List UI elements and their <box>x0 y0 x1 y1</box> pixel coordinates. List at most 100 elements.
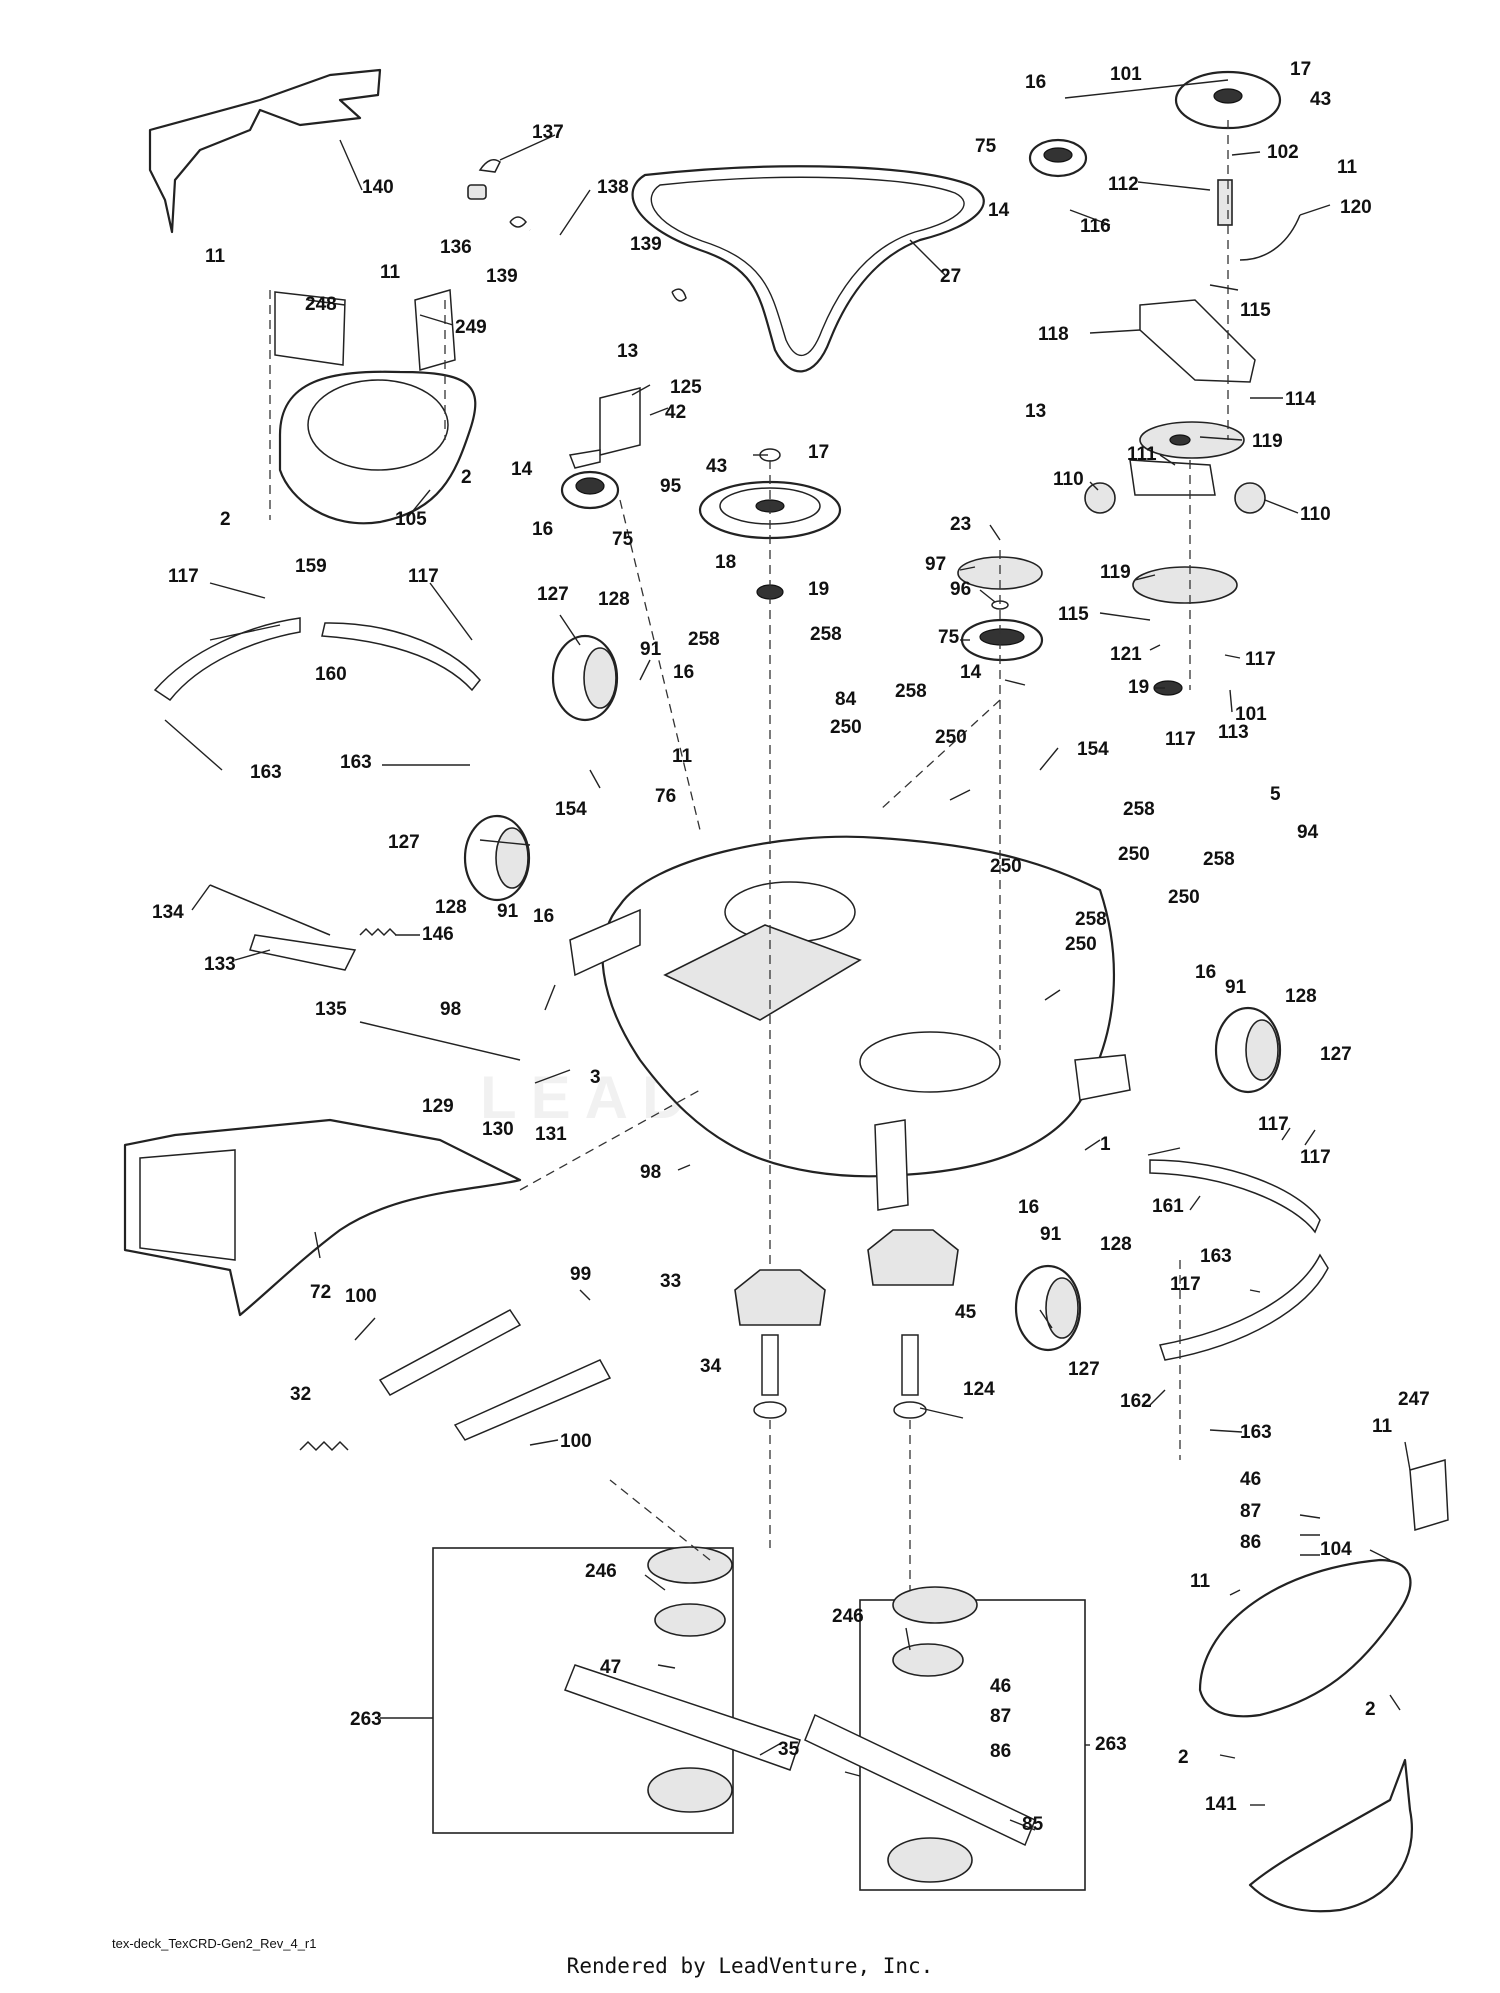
callout-250f: 250 <box>1065 934 1097 955</box>
callout-162: 162 <box>1120 1391 1152 1412</box>
part-1-deck-bracket-left <box>569 908 641 977</box>
callout-2d: 2 <box>1178 1747 1189 1768</box>
callout-134: 134 <box>152 902 184 923</box>
callout-131: 131 <box>535 1124 567 1145</box>
callout-labels: 140 137 138 136 139 139 27 11 248 11 249… <box>152 59 1430 1835</box>
part-1-deck-bracket-front <box>874 1119 909 1211</box>
callout-17a: 17 <box>808 442 829 463</box>
callout-247: 247 <box>1398 1389 1430 1410</box>
part-75-idler-pulley-c-hub <box>979 628 1025 646</box>
part-129-rod <box>359 1021 521 1061</box>
callout-46a: 46 <box>1240 1469 1261 1490</box>
callout-47: 47 <box>600 1657 621 1678</box>
part-85-blade-right <box>804 1713 1036 1847</box>
callout-101b: 101 <box>1235 704 1267 725</box>
callout-2b: 2 <box>461 467 472 488</box>
callout-2c: 2 <box>1365 1699 1376 1720</box>
part-blade-hub-right-bottom <box>887 1837 973 1883</box>
part-139-clamp-b <box>671 288 687 302</box>
callout-16d: 16 <box>533 906 554 927</box>
callout-18: 18 <box>715 552 736 573</box>
part-128-wheel-d <box>1014 1264 1082 1352</box>
part-34-spindle-pulley-left <box>753 1401 787 1419</box>
callout-117e: 117 <box>1258 1114 1289 1135</box>
part-34-spindle-shaft-left <box>761 1334 779 1396</box>
part-43-pulley-right-hub <box>1213 88 1243 104</box>
callout-91d: 91 <box>1040 1224 1062 1245</box>
part-128-wheel-b <box>463 814 531 902</box>
part-119-gear-bottom <box>1132 566 1238 604</box>
callout-119a: 119 <box>1252 431 1283 452</box>
callout-16f: 16 <box>1018 1197 1039 1218</box>
callout-99: 99 <box>570 1264 591 1285</box>
callout-75c: 75 <box>938 627 960 648</box>
callout-113: 113 <box>1218 722 1249 743</box>
callout-163b: 163 <box>340 752 372 773</box>
callout-110a: 110 <box>1053 469 1084 490</box>
callout-127b: 127 <box>388 832 420 853</box>
callout-14b: 14 <box>988 200 1010 221</box>
callout-127c: 127 <box>1320 1044 1352 1065</box>
callout-33: 33 <box>660 1271 681 1292</box>
callout-27: 27 <box>940 266 961 287</box>
part-75-idler-pulley-a-hub <box>575 477 605 495</box>
callout-258c: 258 <box>895 681 927 702</box>
part-112-shaft <box>1217 179 1233 226</box>
callout-43a: 43 <box>706 456 727 477</box>
callout-154a: 154 <box>1077 739 1109 760</box>
callout-16b: 16 <box>1025 72 1046 93</box>
callout-159: 159 <box>295 556 327 577</box>
callout-14c: 14 <box>960 662 982 683</box>
part-1-deck-chute-channel <box>663 924 862 1021</box>
part-246-adapter-right <box>892 1643 964 1677</box>
callout-120: 120 <box>1340 197 1372 218</box>
callout-110b: 110 <box>1300 504 1331 525</box>
callout-124: 124 <box>963 1379 995 1400</box>
callout-160: 160 <box>315 664 347 685</box>
part-141-shield <box>1248 1758 1413 1913</box>
callout-125: 125 <box>670 377 702 398</box>
callout-87a: 87 <box>1240 1501 1261 1522</box>
callout-127d: 127 <box>1068 1359 1100 1380</box>
part-1-deck-bracket-right <box>1074 1054 1131 1101</box>
callout-246a: 246 <box>585 1561 617 1582</box>
rendered-by-credit: Rendered by LeadVenture, Inc. <box>566 1954 934 1978</box>
callout-117g: 117 <box>1170 1274 1201 1295</box>
callout-85: 85 <box>1022 1814 1044 1835</box>
callout-101a: 101 <box>1110 64 1142 85</box>
callout-13a: 13 <box>617 341 638 362</box>
callout-138: 138 <box>597 177 629 198</box>
callout-42: 42 <box>665 402 686 423</box>
callout-116: 116 <box>1080 216 1111 237</box>
part-33-spindle-housing-left <box>734 1269 826 1326</box>
callout-45: 45 <box>955 1302 977 1323</box>
callout-258b: 258 <box>810 624 842 645</box>
callout-250b: 250 <box>935 727 967 748</box>
part-246-adapter-left <box>654 1603 726 1637</box>
callout-11c: 11 <box>1337 157 1358 178</box>
part-139-clamp-a <box>509 216 527 228</box>
callout-258f: 258 <box>1075 909 1107 930</box>
part-248-bracket <box>274 291 346 366</box>
callout-104: 104 <box>1320 1539 1352 1560</box>
callout-98a: 98 <box>440 999 461 1020</box>
callout-91c: 91 <box>1225 977 1247 998</box>
callout-11a: 11 <box>205 246 226 267</box>
part-75-idler-pulley-b-hub <box>1043 147 1073 163</box>
part-133-bracket <box>249 934 357 971</box>
callout-46b: 46 <box>990 1676 1011 1697</box>
callout-105: 105 <box>395 509 427 530</box>
callout-32: 32 <box>290 1384 311 1405</box>
part-247-bracket <box>1409 1459 1449 1531</box>
leader-lines <box>164 79 1411 1831</box>
assembly-lines <box>269 120 1229 1590</box>
callout-119b: 119 <box>1100 562 1131 583</box>
part-124-spindle-pulley-right <box>893 1401 927 1419</box>
part-134-rod <box>209 884 331 936</box>
callout-139a: 139 <box>486 266 518 287</box>
part-146-spring <box>359 927 397 937</box>
callout-163c: 163 <box>1200 1246 1232 1267</box>
callout-14a: 14 <box>511 459 533 480</box>
callout-94: 94 <box>1297 822 1319 843</box>
part-118-plate <box>1139 299 1256 383</box>
